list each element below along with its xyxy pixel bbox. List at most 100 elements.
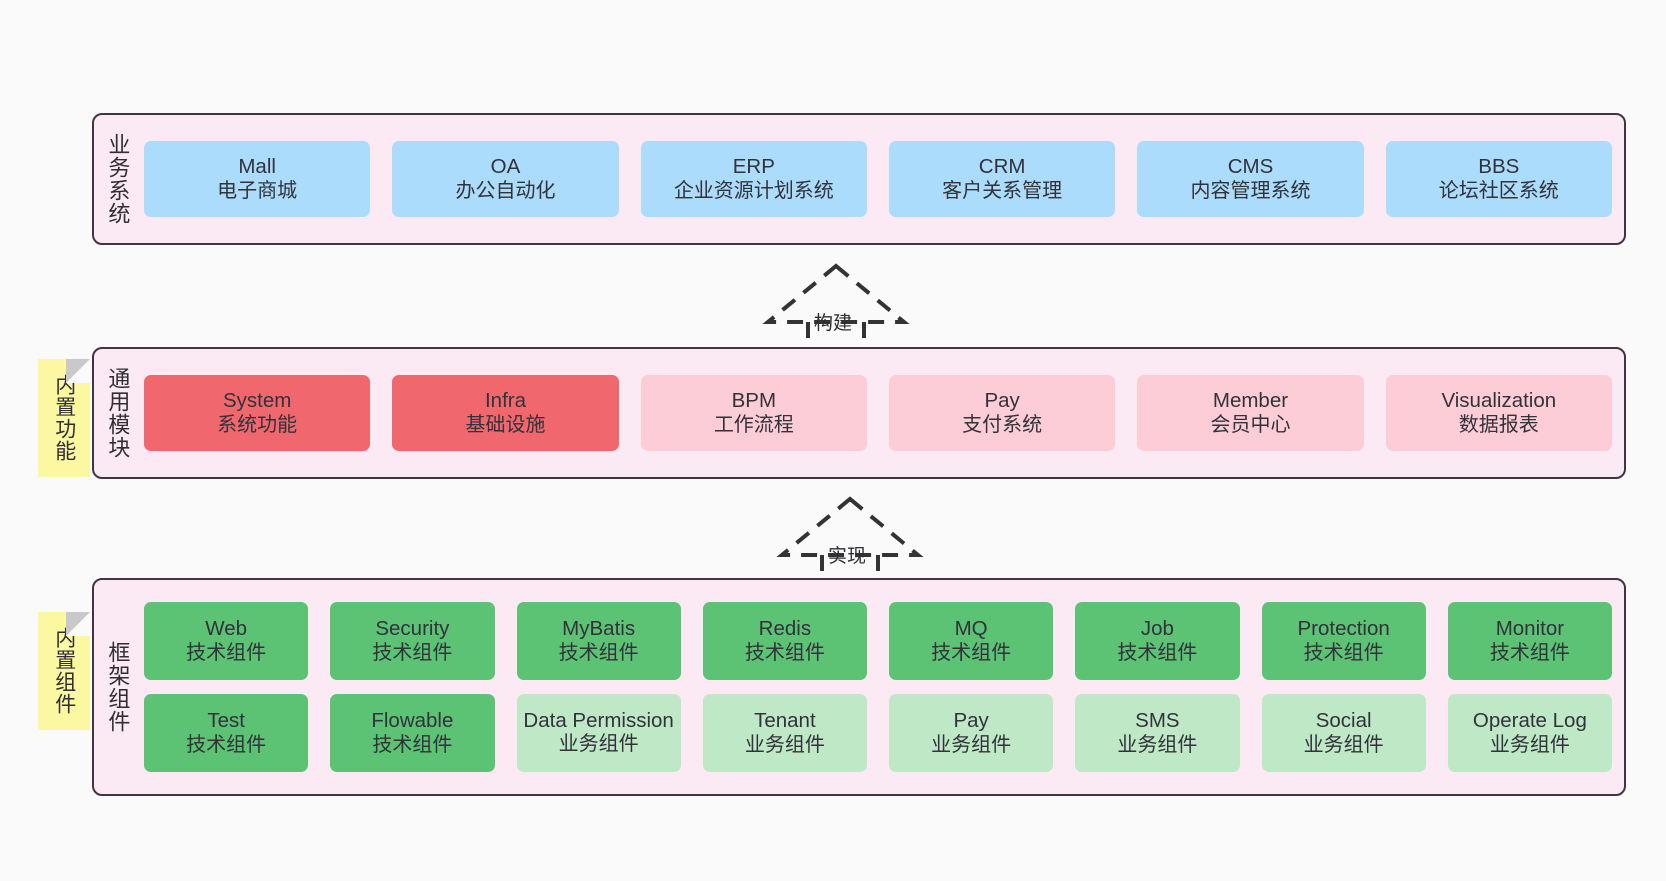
note-builtin-feature: 内置功能 bbox=[38, 359, 90, 477]
node-label-cn: 技术组件 bbox=[1117, 642, 1198, 665]
node-test[interactable]: Test 技术组件 bbox=[144, 694, 309, 772]
connector-build-label: 构建 bbox=[814, 313, 853, 334]
node-label-en: Redis bbox=[758, 617, 812, 641]
node-mall[interactable]: Mall 电子商城 bbox=[144, 141, 371, 217]
node-label-cn: 技术组件 bbox=[372, 734, 453, 757]
node-security[interactable]: Security 技术组件 bbox=[330, 602, 495, 680]
layer-title-business-system: 业务系统 bbox=[105, 133, 131, 225]
node-label-en: System bbox=[222, 389, 292, 413]
connector-implement-arrow bbox=[776, 496, 924, 587]
node-social[interactable]: Social 业务组件 bbox=[1261, 694, 1426, 772]
node-redis[interactable]: Redis 技术组件 bbox=[702, 602, 867, 680]
node-web[interactable]: Web 技术组件 bbox=[144, 602, 309, 680]
node-label-cn: 技术组件 bbox=[186, 734, 267, 757]
node-label-cn: 基础设施 bbox=[465, 414, 546, 437]
node-label-cn: 业务组件 bbox=[1303, 734, 1384, 757]
node-oa[interactable]: OA 办公自动化 bbox=[392, 141, 619, 217]
node-label-en: CMS bbox=[1227, 155, 1274, 179]
node-flowable[interactable]: Flowable 技术组件 bbox=[330, 694, 495, 772]
node-label-cn: 技术组件 bbox=[186, 642, 267, 665]
node-label-en: Web bbox=[205, 617, 248, 641]
node-label-en: Pay bbox=[984, 389, 1020, 413]
node-member[interactable]: Member 会员中心 bbox=[1137, 375, 1364, 451]
node-job[interactable]: Job 技术组件 bbox=[1075, 602, 1240, 680]
node-label-en: Data Permission bbox=[523, 708, 674, 732]
node-label-en: Social bbox=[1315, 709, 1372, 733]
node-sms[interactable]: SMS 业务组件 bbox=[1075, 694, 1240, 772]
node-label-en: BBS bbox=[1478, 155, 1520, 179]
node-label-en: BPM bbox=[731, 389, 777, 413]
node-label-cn: 支付系统 bbox=[962, 414, 1043, 437]
node-label-en: Test bbox=[207, 709, 245, 733]
layer-body-framework-component: Web 技术组件 Security 技术组件 MyBatis 技术组件 Redi… bbox=[140, 580, 1624, 794]
node-label-cn: 论坛社区系统 bbox=[1438, 180, 1559, 203]
node-erp[interactable]: ERP 企业资源计划系统 bbox=[640, 141, 867, 217]
node-label-en: Security bbox=[375, 617, 450, 641]
connector-implement-label: 实现 bbox=[828, 546, 867, 567]
node-label-en: SMS bbox=[1135, 709, 1180, 733]
node-pay-component[interactable]: Pay 业务组件 bbox=[889, 694, 1054, 772]
layer-body-common-module: System 系统功能 Infra 基础设施 BPM 工作流程 Pay 支付系统… bbox=[140, 349, 1624, 477]
node-label-cn: 技术组件 bbox=[931, 642, 1012, 665]
node-label-cn: 会员中心 bbox=[1210, 414, 1291, 437]
layer-row: Test 技术组件 Flowable 技术组件 Data Permission … bbox=[144, 694, 1612, 772]
layer-title-common-module: 通用模块 bbox=[105, 367, 131, 459]
connector-build-arrow bbox=[762, 263, 910, 354]
node-visualization[interactable]: Visualization 数据报表 bbox=[1385, 375, 1612, 451]
node-label-cn: 内容管理系统 bbox=[1190, 180, 1311, 203]
node-label-en: Monitor bbox=[1495, 617, 1565, 641]
node-mybatis[interactable]: MyBatis 技术组件 bbox=[516, 602, 681, 680]
layer-title-framework-component: 框架组件 bbox=[105, 641, 131, 733]
node-system[interactable]: System 系统功能 bbox=[144, 375, 371, 451]
node-label-cn: 技术组件 bbox=[744, 642, 825, 665]
node-label-en: MQ bbox=[954, 617, 988, 641]
node-label-cn: 业务组件 bbox=[1489, 734, 1570, 757]
layer-row: Web 技术组件 Security 技术组件 MyBatis 技术组件 Redi… bbox=[144, 602, 1612, 680]
note-label: 内置功能 bbox=[52, 374, 76, 462]
node-label-cn: 业务组件 bbox=[744, 734, 825, 757]
node-label-cn: 技术组件 bbox=[1489, 642, 1570, 665]
node-label-en: OA bbox=[490, 155, 521, 179]
node-label-en: MyBatis bbox=[562, 617, 636, 641]
node-label-en: Job bbox=[1140, 617, 1174, 641]
node-label-cn: 技术组件 bbox=[372, 642, 453, 665]
node-label-cn: 企业资源计划系统 bbox=[673, 180, 834, 203]
node-label-cn: 技术组件 bbox=[1303, 642, 1384, 665]
node-cms[interactable]: CMS 内容管理系统 bbox=[1137, 141, 1364, 217]
node-label-cn: 技术组件 bbox=[558, 642, 639, 665]
node-bbs[interactable]: BBS 论坛社区系统 bbox=[1385, 141, 1612, 217]
node-infra[interactable]: Infra 基础设施 bbox=[392, 375, 619, 451]
layer-body-business-system: Mall 电子商城 OA 办公自动化 ERP 企业资源计划系统 CRM 客户关系… bbox=[140, 115, 1624, 243]
node-label-cn: 客户关系管理 bbox=[942, 180, 1063, 203]
layer-row: System 系统功能 Infra 基础设施 BPM 工作流程 Pay 支付系统… bbox=[144, 375, 1612, 451]
node-label-en: Visualization bbox=[1441, 389, 1557, 413]
layer-business-system: 业务系统 Mall 电子商城 OA 办公自动化 ERP 企业资源计划系统 CRM… bbox=[92, 113, 1626, 245]
layer-framework-component: 框架组件 Web 技术组件 Security 技术组件 MyBatis 技术组件… bbox=[92, 578, 1626, 796]
node-bpm[interactable]: BPM 工作流程 bbox=[640, 375, 867, 451]
node-label-en: CRM bbox=[978, 155, 1026, 179]
node-label-en: Mall bbox=[238, 155, 276, 179]
node-label-cn: 电子商城 bbox=[217, 180, 298, 203]
node-operate-log[interactable]: Operate Log 业务组件 bbox=[1447, 694, 1612, 772]
node-label-en: Member bbox=[1212, 389, 1289, 413]
node-label-en: ERP bbox=[732, 155, 775, 179]
layer-common-module: 通用模块 System 系统功能 Infra 基础设施 BPM 工作流程 Pay… bbox=[92, 347, 1626, 479]
node-monitor[interactable]: Monitor 技术组件 bbox=[1447, 602, 1612, 680]
node-label-cn: 业务组件 bbox=[558, 733, 639, 756]
node-label-cn: 系统功能 bbox=[217, 414, 298, 437]
note-builtin-component: 内置组件 bbox=[38, 612, 90, 730]
node-data-permission[interactable]: Data Permission 业务组件 bbox=[516, 694, 681, 772]
node-protection[interactable]: Protection 技术组件 bbox=[1261, 602, 1426, 680]
node-label-cn: 办公自动化 bbox=[455, 180, 556, 203]
node-label-en: Flowable bbox=[371, 709, 454, 733]
node-label-cn: 业务组件 bbox=[931, 734, 1012, 757]
node-label-en: Operate Log bbox=[1472, 709, 1587, 733]
node-label-cn: 业务组件 bbox=[1117, 734, 1198, 757]
node-mq[interactable]: MQ 技术组件 bbox=[889, 602, 1054, 680]
connector-implement: 实现 bbox=[770, 495, 930, 587]
node-crm[interactable]: CRM 客户关系管理 bbox=[888, 141, 1116, 217]
node-tenant[interactable]: Tenant 业务组件 bbox=[702, 694, 867, 772]
layer-row: Mall 电子商城 OA 办公自动化 ERP 企业资源计划系统 CRM 客户关系… bbox=[144, 141, 1612, 217]
node-pay-module[interactable]: Pay 支付系统 bbox=[888, 375, 1116, 451]
node-label-en: Infra bbox=[484, 389, 526, 413]
